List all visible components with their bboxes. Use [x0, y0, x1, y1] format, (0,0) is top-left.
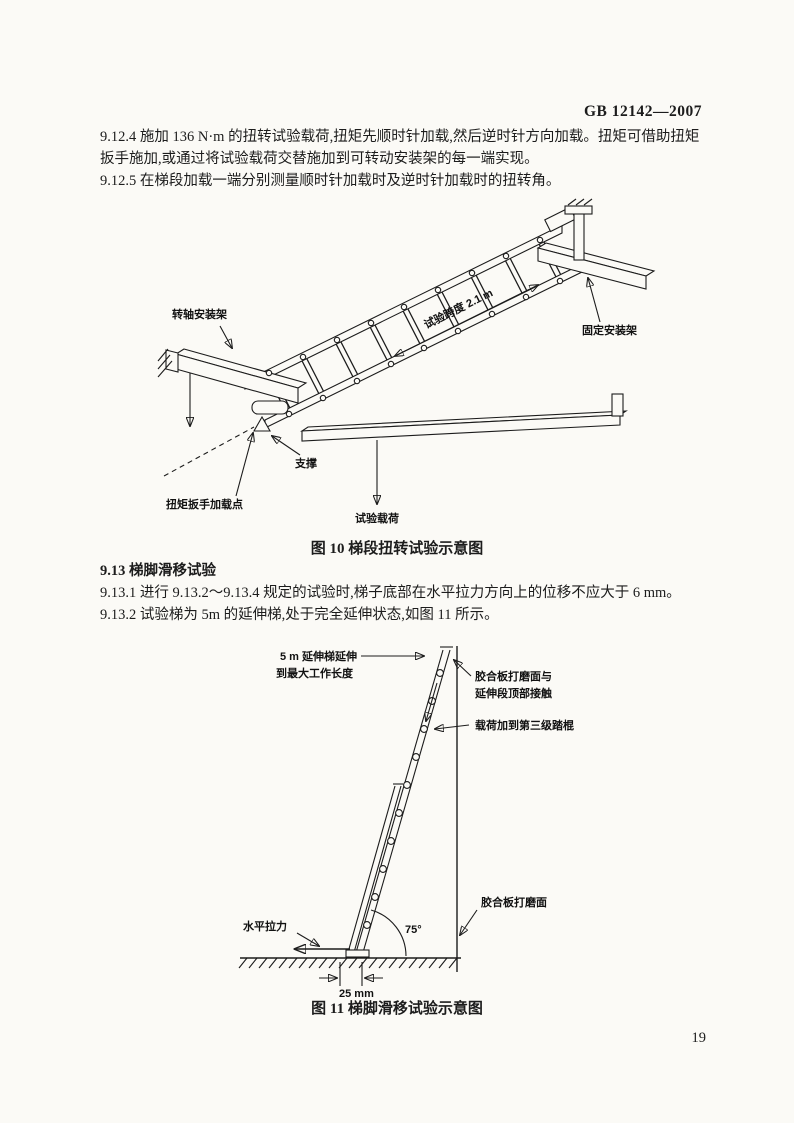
ladder-rungs: [266, 238, 563, 414]
rotating-mount-frame: [157, 348, 308, 415]
pull-label: 水平拉力: [243, 919, 287, 933]
ladder-fly-section: [354, 646, 453, 957]
heading-9-13: 9.13 梯脚滑移试验: [100, 563, 216, 579]
paragraph-9-12-4-line2: 扳手施加,或通过将试验载荷交替施加到可转动安装架的每一端实现。: [100, 151, 539, 167]
load-rung-leader: [435, 725, 470, 729]
paragraph-9-13-2: 9.13.2 试验梯为 5m 的延伸梯,处于完全延伸状态,如图 11 所示。: [100, 607, 499, 623]
offset-label: 25 mm: [339, 988, 374, 1000]
plywood-bottom-label: 胶合板打磨面: [481, 895, 547, 909]
ladder-foot: [345, 949, 370, 958]
pivot-pin: [251, 400, 289, 415]
plywood-top-label-line2: 延伸段顶部接触: [474, 686, 552, 700]
span-dimension-line: [395, 285, 538, 356]
torque-point-leader: [235, 433, 253, 497]
doc-number: GB 12142—2007: [583, 103, 702, 120]
figure-10-caption: 图 10 梯段扭转试验示意图: [310, 541, 484, 557]
angle-label: 75°: [405, 924, 422, 936]
fixed-frame-label: 固定安装架: [582, 323, 637, 337]
extension-label-line1: 5 m 延伸梯延伸: [280, 649, 357, 663]
angle-arc: [370, 909, 407, 957]
rotating-frame-label: 转轴安装架: [172, 307, 227, 321]
support-label: 支撑: [294, 456, 317, 470]
slip-dimension: [319, 962, 383, 986]
ladder-base-section: [346, 783, 403, 957]
fixed-mount-frame: [536, 198, 656, 290]
rotating-frame-leader: [219, 325, 232, 348]
bottom-support-beam: [300, 393, 628, 442]
rung-load-arrow: [426, 682, 438, 721]
paragraph-9-12-4-line1: 9.12.4 施加 136 N·m 的扭转试验载荷,扭矩先顺时针加载,然后逆时针…: [100, 129, 700, 145]
ground-hatching: [238, 957, 458, 969]
ladder-rungs: [363, 669, 444, 929]
pivot-dashed-line: [163, 426, 255, 477]
figure-11-caption: 图 11 梯脚滑移试验示意图: [311, 1001, 483, 1017]
page-number: 19: [691, 1030, 707, 1046]
pull-label-leader: [296, 932, 319, 946]
plywood-top-leader: [454, 660, 472, 677]
fixed-frame-leader: [588, 278, 601, 323]
extension-label-line2: 到最大工作长度: [276, 666, 354, 680]
paragraph-9-13-1: 9.13.1 进行 9.13.2～9.13.4 规定的试验时,梯子底部在水平拉力…: [100, 585, 681, 601]
paragraph-9-12-5: 9.12.5 在梯段加载一端分别测量顺时针加载时及逆时针加载时的扭转角。: [100, 173, 561, 189]
support-leader: [272, 436, 301, 456]
torque-point-label: 扭矩扳手加载点: [166, 497, 243, 511]
figure-11-diagram: 5 m 延伸梯延伸 到最大工作长度 胶合板打磨面与 延伸段顶部接触 载荷加到第三…: [238, 646, 574, 1000]
plywood-top-label-line1: 胶合板打磨面与: [475, 669, 552, 683]
support-triangle: [253, 415, 271, 432]
load-rung-label: 载荷加到第三级踏棍: [475, 718, 574, 732]
figure-10-diagram: 转轴安装架 固定安装架 试验跨度 2.1 m 支撑 扭矩扳手加载点 试验载荷: [157, 198, 656, 525]
plywood-bottom-leader: [460, 909, 478, 935]
test-load-label: 试验载荷: [355, 511, 399, 525]
